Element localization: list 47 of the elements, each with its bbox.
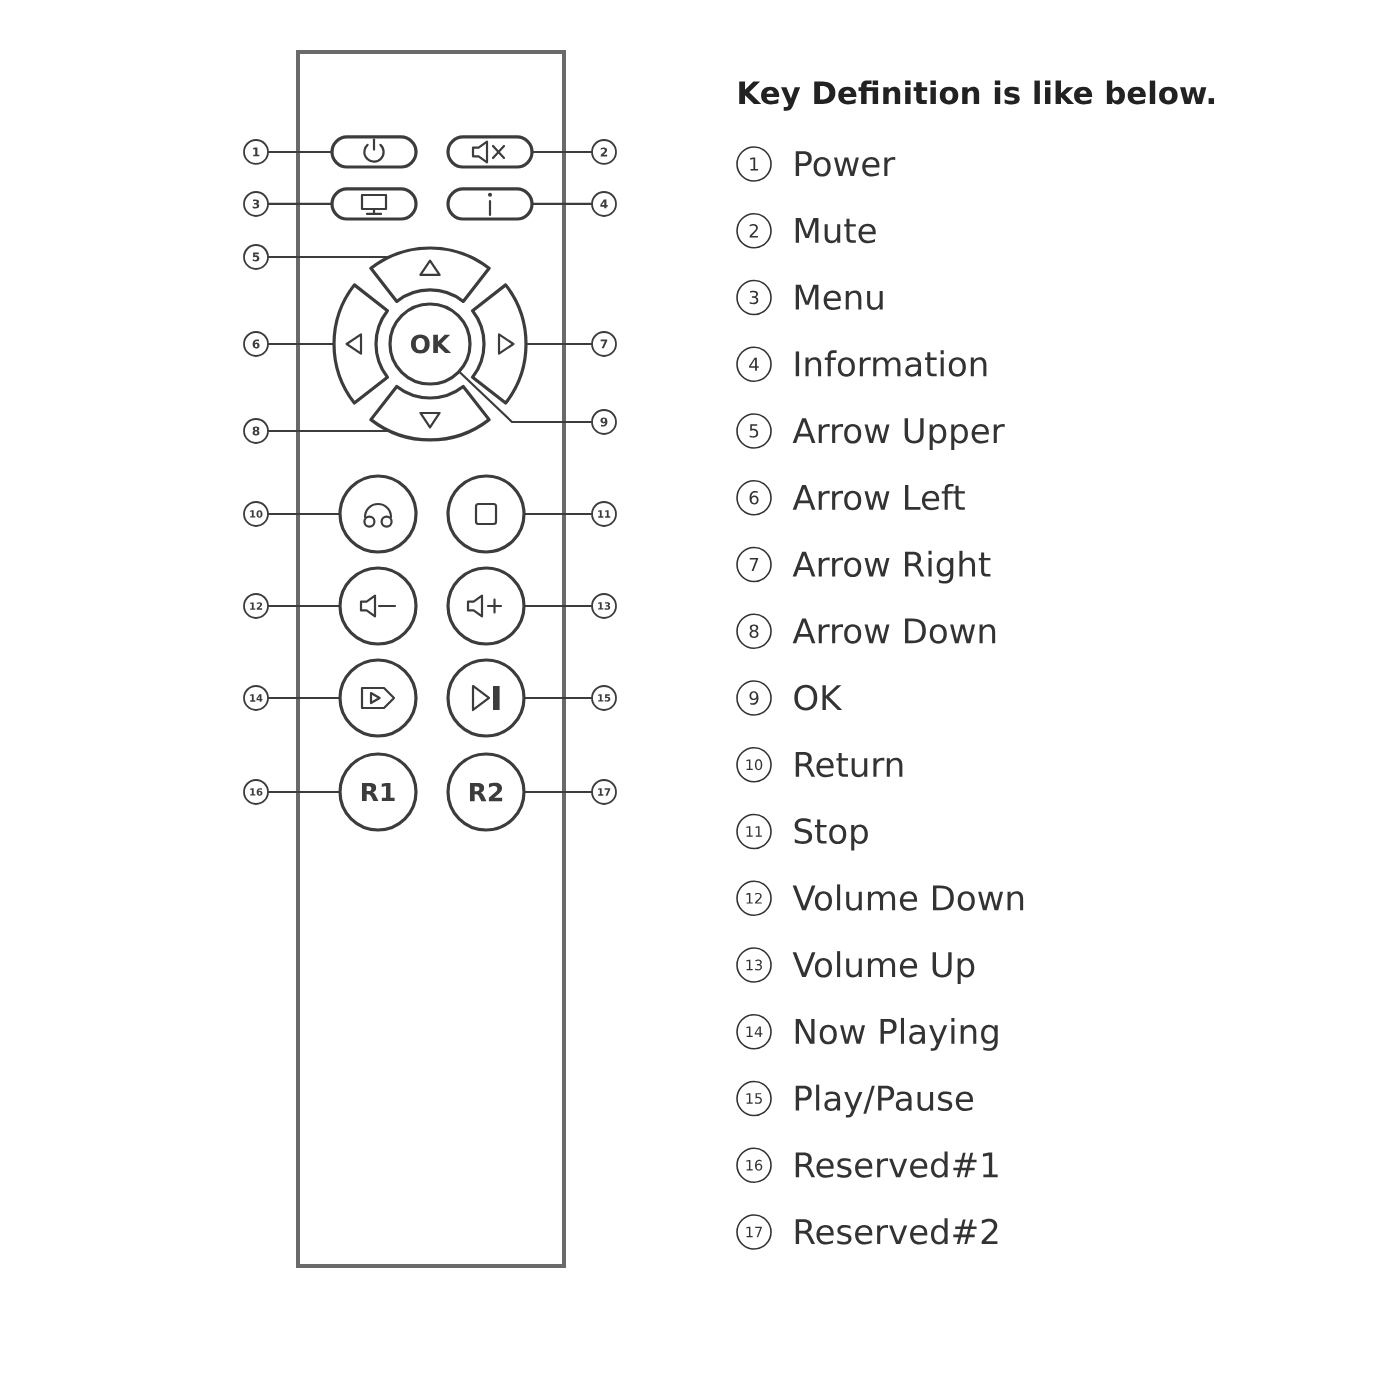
leader-line	[458, 370, 592, 424]
circled-number: 1	[736, 146, 772, 182]
leader-line	[268, 342, 334, 346]
key-name: Power	[795, 151, 896, 177]
leader-line	[526, 342, 592, 346]
key-name: Arrow Right	[792, 550, 991, 584]
circled-number: 8	[736, 613, 772, 649]
key-name: Stop	[794, 818, 868, 851]
circled-number: 3	[736, 279, 772, 316]
leader-line	[268, 512, 340, 516]
key-name: Now Playing	[795, 1017, 998, 1051]
key-name: Reserved#2	[795, 1218, 998, 1245]
leader-line	[268, 202, 332, 206]
circled-number: 2	[736, 212, 772, 249]
leader-line	[268, 255, 390, 259]
key-name: Arrow Left	[792, 483, 965, 511]
key-name: OK	[794, 684, 843, 711]
round-button: OK	[388, 302, 472, 386]
leader-line	[268, 696, 340, 700]
key-name: Arrow Upper	[792, 418, 1005, 451]
key-name: Return	[795, 751, 903, 778]
circled-number: 9	[736, 680, 772, 716]
leader-line	[268, 604, 340, 608]
key-name: Play/Pause	[795, 1084, 973, 1118]
leader-line	[268, 429, 390, 433]
title: Key Definition is like below.	[739, 80, 1215, 111]
leader-line	[532, 202, 592, 206]
round-button: R2	[446, 752, 526, 832]
key-name: Menu	[795, 284, 883, 310]
leader-line	[524, 512, 592, 516]
key-name: Arrow Down	[792, 618, 996, 644]
key-name: Information	[795, 350, 987, 377]
circled-number: 5	[736, 413, 772, 449]
leader-line	[532, 150, 592, 154]
key-name: Reserved#1	[795, 1151, 998, 1178]
round-button: R1	[338, 752, 418, 832]
key-name: Volume Down	[792, 884, 1024, 911]
key-name: Mute	[795, 217, 876, 244]
circled-number: 7	[736, 546, 772, 583]
circled-number: 6	[736, 479, 772, 516]
leader-line	[524, 790, 592, 794]
circled-number: 4	[736, 346, 772, 383]
leader-line	[268, 790, 340, 794]
leader-line	[524, 604, 592, 608]
leader-line	[524, 696, 592, 700]
leader-line	[268, 150, 332, 154]
key-name: Volume Up	[792, 951, 975, 985]
